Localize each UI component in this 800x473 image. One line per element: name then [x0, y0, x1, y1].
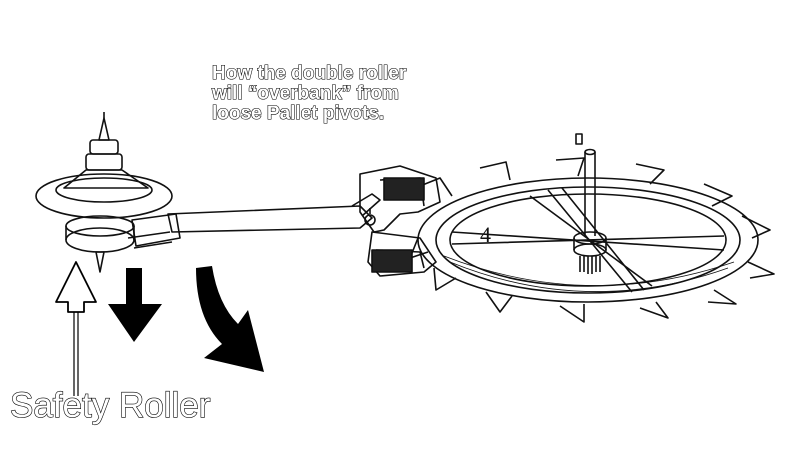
balance-roller-assembly — [35, 112, 181, 273]
caption-line-2: will “overbank” from — [211, 83, 399, 104]
escape-wheel — [409, 157, 775, 323]
diagram-caption: How the double roller will “overbank” fr… — [211, 63, 407, 124]
overbank-direction-arrow — [196, 266, 264, 372]
escape-wheel-number: 4 — [480, 222, 491, 247]
downward-force-arrow — [108, 268, 162, 342]
pallet-fork — [167, 165, 441, 277]
escape-wheel-arbor — [573, 133, 607, 274]
safety-roller-pointer-arrow — [55, 261, 97, 396]
escape-wheel-shading — [443, 255, 735, 292]
caption-line-1: How the double roller — [211, 63, 407, 84]
caption-line-3: loose Pallet pivots. — [211, 103, 385, 124]
safety-roller-label: Safety Roller — [9, 385, 211, 425]
